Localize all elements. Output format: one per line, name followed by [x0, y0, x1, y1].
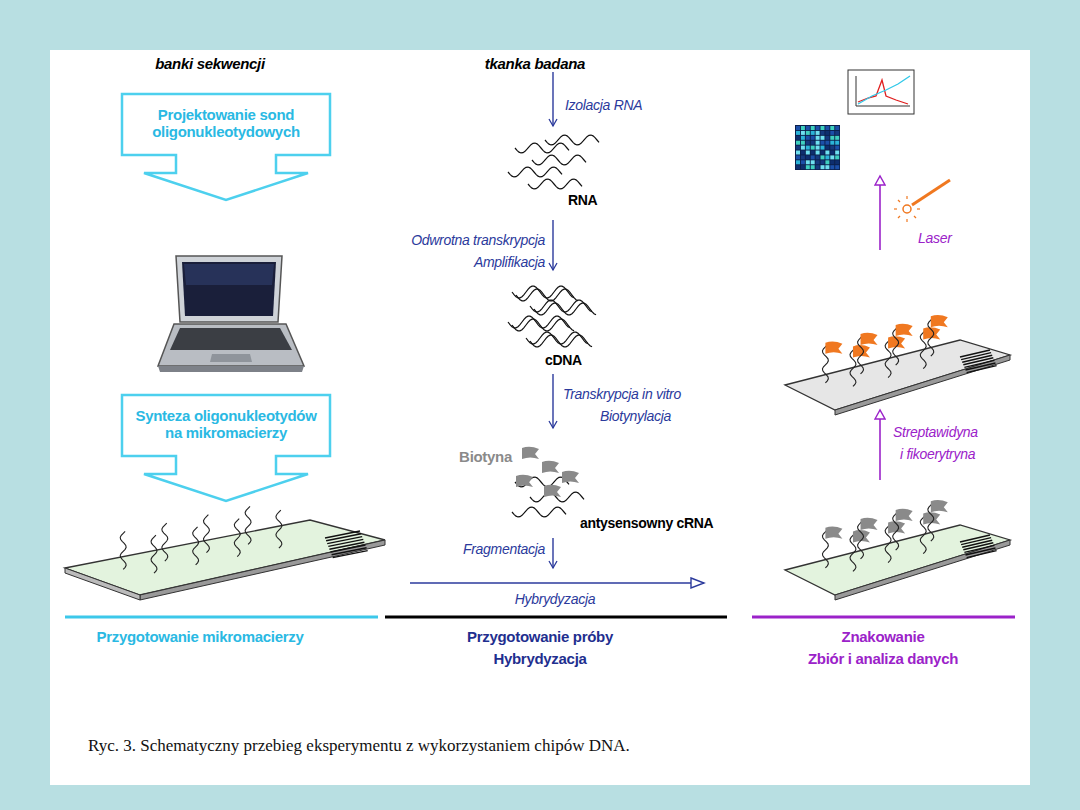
box-text: Synteza oligonukleotydów na mikromacierz…	[120, 407, 332, 442]
box-text-holder: Synteza oligonukleotydów na mikromacierz…	[120, 393, 332, 442]
section-title: Znakowanie	[842, 628, 925, 646]
process-arrow	[879, 176, 881, 480]
column-heading: tkanka badana	[485, 55, 585, 73]
step-label: Hybrydyzacja	[515, 591, 595, 608]
step-label: Odwrotna transkrypcja	[411, 232, 545, 249]
laser-icon	[894, 180, 950, 222]
section-title: Zbiór i analiza danych	[808, 650, 958, 668]
molecule-label: cDNA	[545, 352, 582, 369]
scan-image	[795, 125, 840, 170]
step-label: Biotynylacja	[600, 408, 671, 425]
section-title: Przygotowanie mikromacierzy	[97, 628, 304, 646]
step-label: Streptawidyna	[893, 424, 978, 441]
step-label: i fikoerytryna	[900, 446, 975, 463]
microarray-slide	[785, 525, 1010, 600]
box-text-holder: Projektowanie sond oligonukleotydowych	[120, 92, 332, 141]
molecule-label: Biotyna	[459, 448, 512, 466]
section-title: Przygotowanie próby	[467, 628, 613, 646]
step-label: Fragmentacja	[463, 541, 545, 558]
molecule-label: RNA	[568, 192, 597, 209]
process-arrow	[410, 72, 704, 583]
box-text: Projektowanie sond oligonukleotydowych	[120, 106, 332, 141]
molecules	[120, 135, 948, 573]
column-heading: banki sekwencji	[155, 55, 265, 73]
step-label: Transkrypcja in vitro	[563, 386, 681, 403]
step-label: Izolacja RNA	[565, 97, 642, 114]
section-title: Hybrydyzacja	[493, 650, 586, 668]
laptop-icon	[158, 256, 304, 372]
step-label: Amplifikacja	[474, 254, 545, 271]
step-label: Laser	[918, 230, 952, 247]
microarray-slide	[785, 340, 1010, 415]
microarray-slide	[65, 520, 385, 600]
step-box: Synteza oligonukleotydów na mikromacierz…	[120, 393, 332, 504]
section-line	[65, 617, 1015, 618]
figure-caption: Ryc. 3. Schematyczny przebieg eksperymen…	[88, 736, 630, 756]
result-chart	[848, 70, 914, 114]
step-box: Projektowanie sond oligonukleotydowych	[120, 92, 332, 203]
molecule-label: antysensowny cRNA	[580, 515, 713, 532]
